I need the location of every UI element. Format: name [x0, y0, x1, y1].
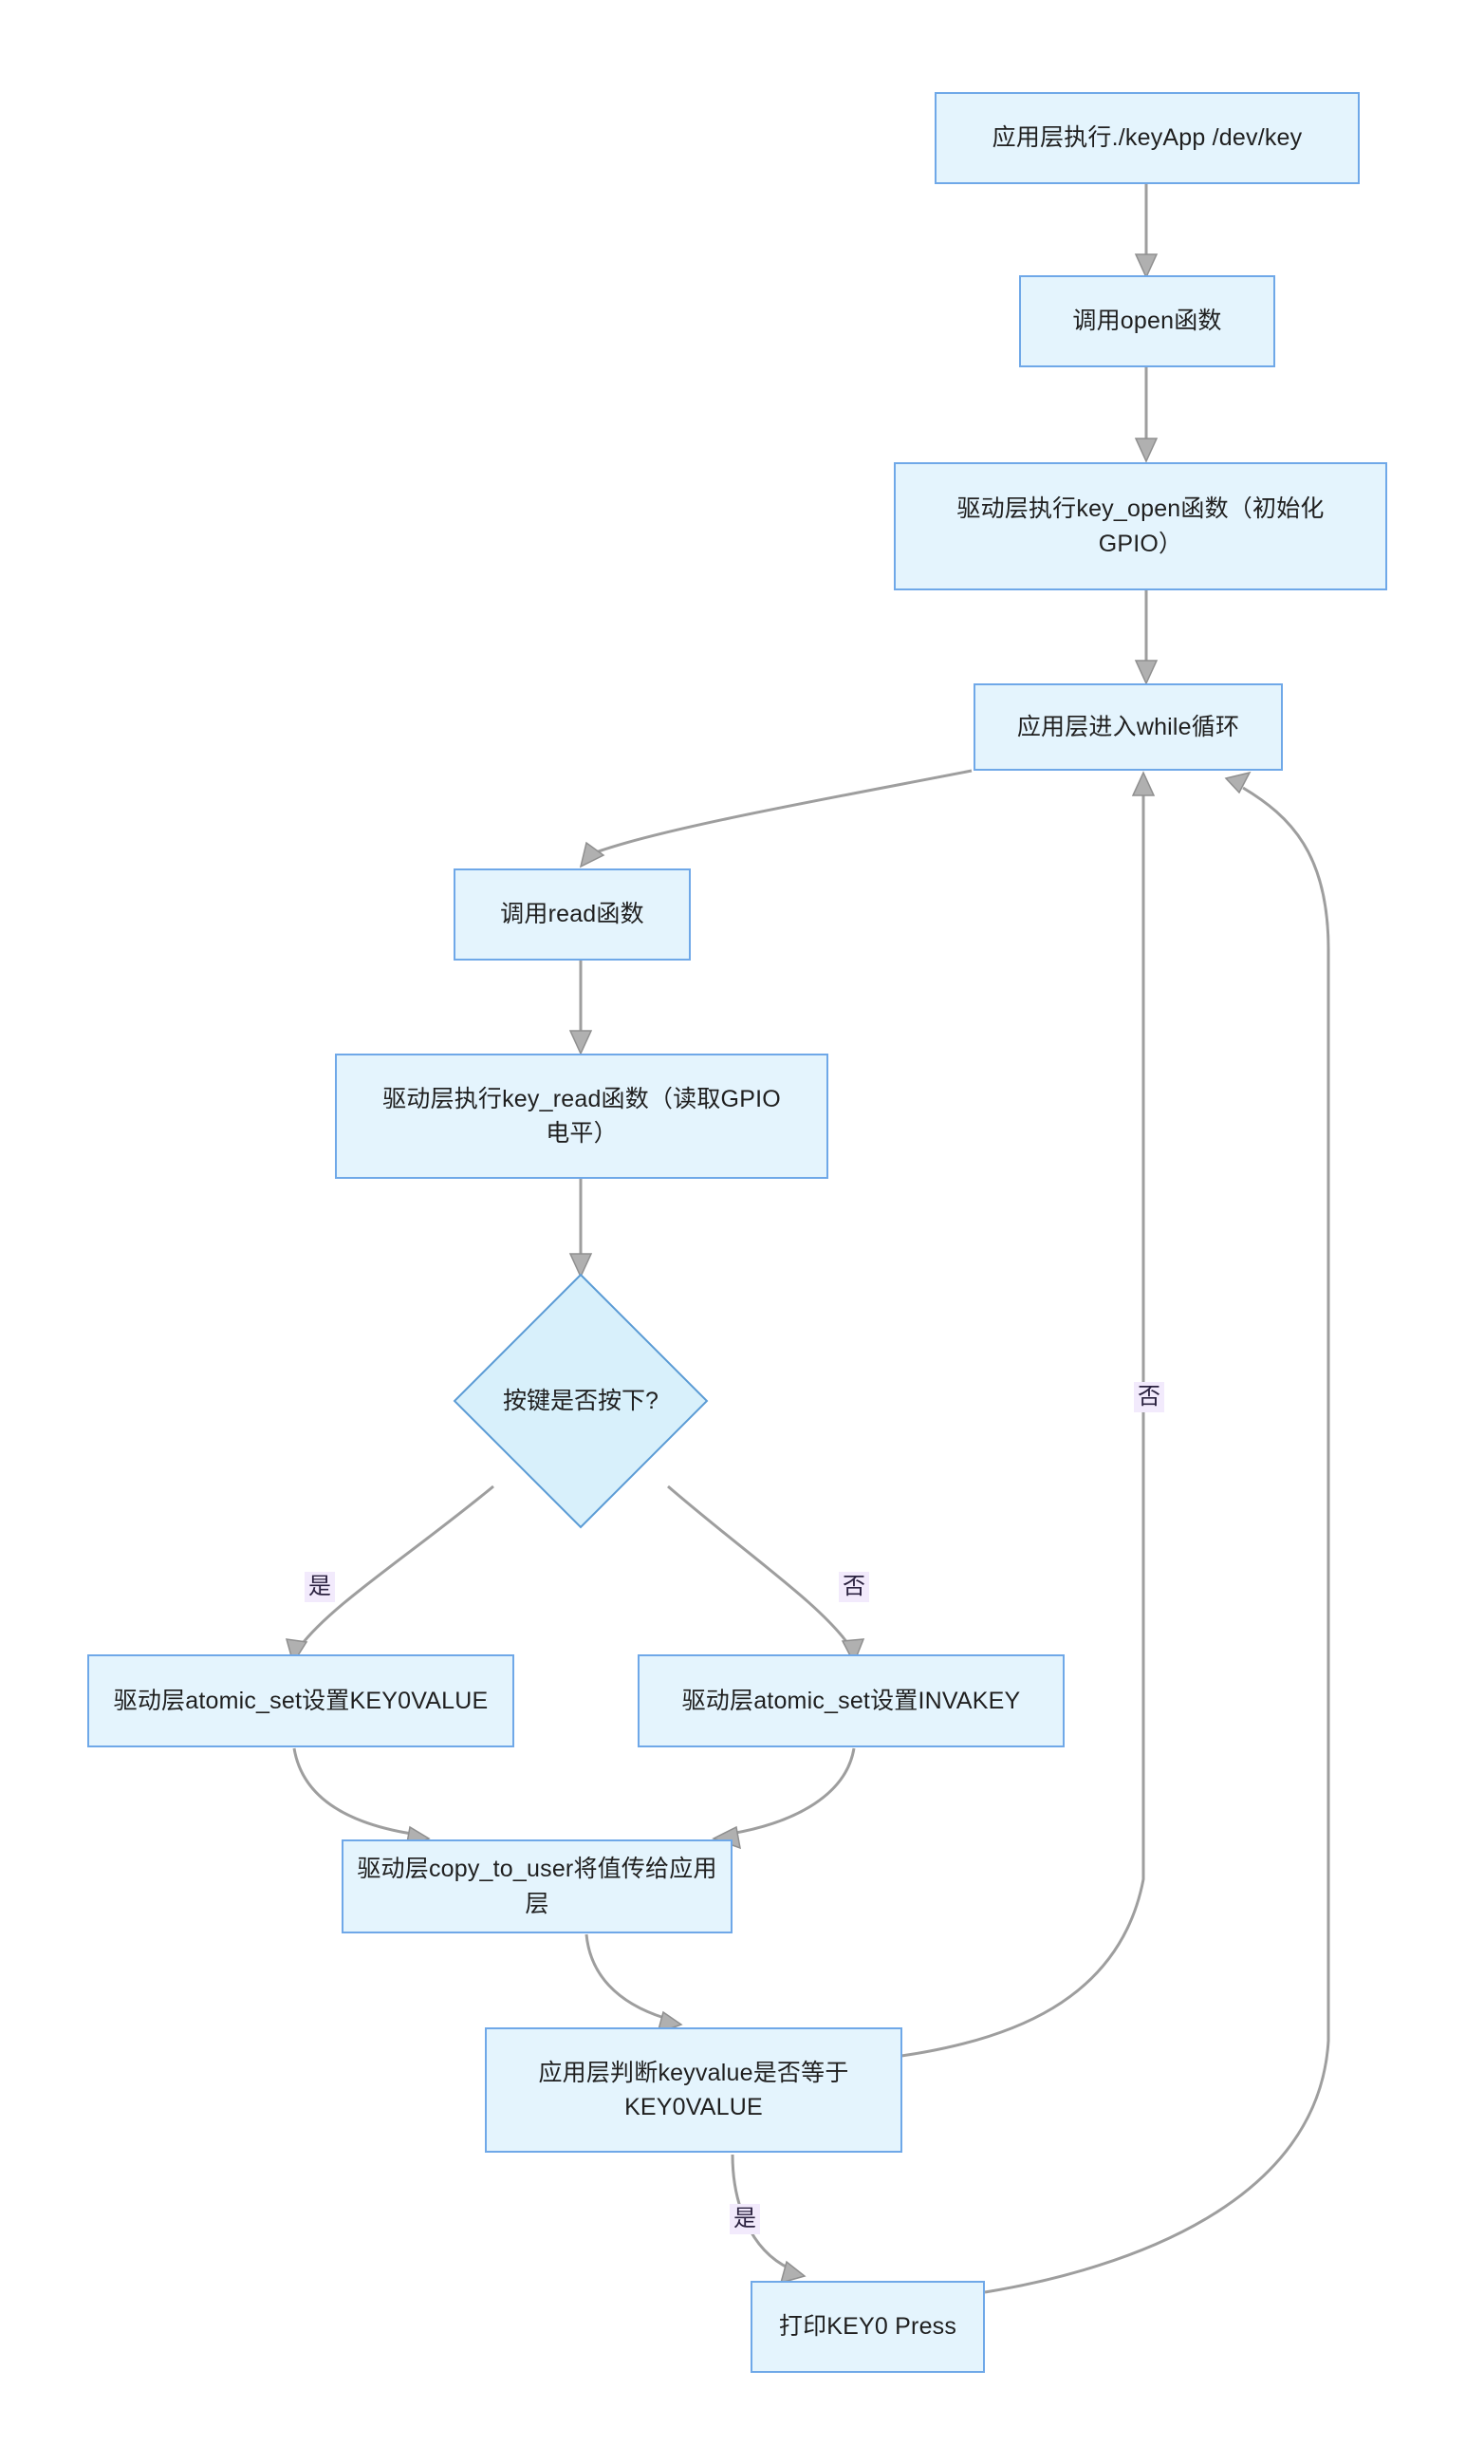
- edge-n9-n10: [712, 1747, 856, 1850]
- node-label: 应用层判断keyvalue是否等于 KEY0VALUE: [538, 2059, 849, 2120]
- node-label: 应用层执行./keyApp /dev/key: [992, 124, 1303, 152]
- edge-n4-n5: [579, 769, 973, 868]
- node-label: 按键是否按下?: [503, 1387, 659, 1414]
- node-label: 驱动层atomic_set设置INVAKEY: [681, 1687, 1021, 1714]
- edge-n5-n6: [568, 961, 593, 1055]
- node-label: 驱动层atomic_set设置KEY0VALUE: [113, 1687, 489, 1714]
- edge-n10-n11: [584, 1933, 683, 2035]
- node-label: 驱动层copy_to_user将值传给应用层: [357, 1856, 717, 1917]
- node-label: 打印KEY0 Press: [778, 2313, 957, 2341]
- node-call-open[interactable]: 调用open函数: [1019, 275, 1275, 367]
- node-label: 调用read函数: [500, 901, 644, 928]
- edge-label-no-keyvalue: 否: [1134, 1382, 1164, 1413]
- node-label: 驱动层执行key_open函数（初始化 GPIO）: [956, 495, 1325, 557]
- node-driver-key-read[interactable]: 驱动层执行key_read函数（读取GPIO 电平）: [335, 1054, 828, 1179]
- node-app-check-keyvalue[interactable]: 应用层判断keyvalue是否等于 KEY0VALUE: [485, 2027, 902, 2153]
- node-copy-to-user[interactable]: 驱动层copy_to_user将值传给应用层: [342, 1839, 733, 1933]
- edge-label-no-key-pressed: 否: [839, 1572, 869, 1603]
- edge-n6-n7: [568, 1179, 593, 1279]
- node-app-while-loop[interactable]: 应用层进入while循环: [974, 683, 1283, 771]
- edge-label-yes-key-pressed: 是: [305, 1572, 335, 1603]
- node-driver-key-open[interactable]: 驱动层执行key_open函数（初始化 GPIO）: [894, 462, 1387, 590]
- edge-n11-n4-no: [900, 771, 1156, 2058]
- node-atomic-set-key0value[interactable]: 驱动层atomic_set设置KEY0VALUE: [87, 1654, 514, 1747]
- edge-label-yes-keyvalue: 是: [730, 2204, 760, 2235]
- edge-n7-n9-no: [667, 1484, 865, 1665]
- node-decision-key-pressed[interactable]: 按键是否按下?: [453, 1273, 709, 1529]
- node-label: 驱动层执行key_read函数（读取GPIO 电平）: [382, 1085, 781, 1147]
- edge-n3-n4: [1134, 590, 1159, 685]
- edge-n12-n4: [984, 771, 1330, 2294]
- node-print-key0-press[interactable]: 打印KEY0 Press: [751, 2281, 985, 2373]
- node-app-exec-keyapp[interactable]: 应用层执行./keyApp /dev/key: [935, 92, 1360, 184]
- node-atomic-set-invakey[interactable]: 驱动层atomic_set设置INVAKEY: [638, 1654, 1065, 1747]
- edge-n1-n2: [1134, 184, 1159, 279]
- edge-n2-n3: [1134, 367, 1159, 463]
- node-call-read[interactable]: 调用read函数: [454, 868, 691, 961]
- node-label: 调用open函数: [1072, 308, 1222, 335]
- edge-n8-n10: [292, 1747, 431, 1850]
- node-label: 应用层进入while循环: [1016, 713, 1240, 740]
